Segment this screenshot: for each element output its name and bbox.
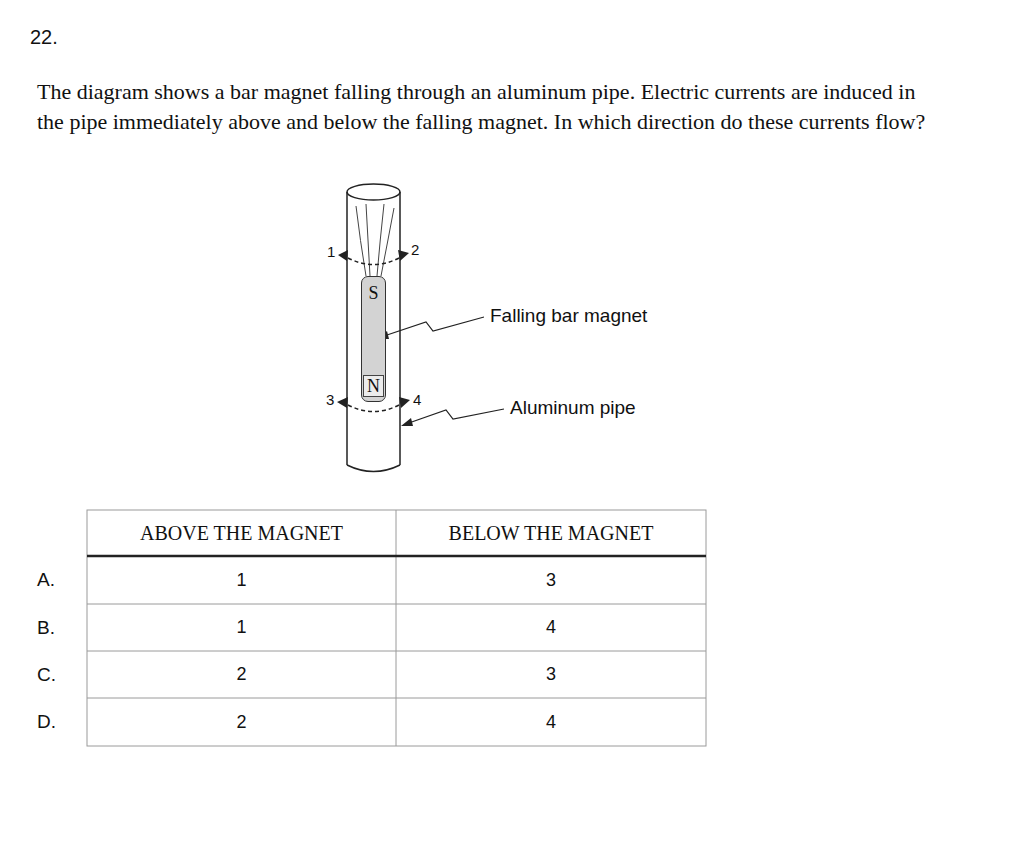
table-header: BELOW THE MAGNET bbox=[396, 510, 706, 556]
arrowhead bbox=[399, 397, 410, 408]
table-cell: 3 bbox=[396, 651, 706, 698]
leader-line bbox=[384, 317, 484, 336]
table-cell: 3 bbox=[396, 556, 706, 604]
table-cell: 4 bbox=[396, 698, 706, 746]
callout-number: 2 bbox=[411, 241, 419, 258]
table-cell: 2 bbox=[87, 651, 396, 698]
table-rule bbox=[87, 651, 706, 652]
leader-line bbox=[406, 409, 504, 424]
magnet-pole: S bbox=[368, 283, 378, 303]
pipe-bottom bbox=[347, 465, 400, 472]
pipe-wall bbox=[346, 192, 348, 465]
arrowhead bbox=[398, 250, 409, 261]
choice-letter: C. bbox=[37, 651, 56, 698]
arrowhead bbox=[337, 397, 348, 408]
table-cell: 1 bbox=[87, 556, 396, 604]
choice-letter: A. bbox=[37, 556, 55, 604]
bar-magnet: SN bbox=[361, 276, 386, 402]
callout-number: 4 bbox=[413, 391, 421, 408]
question-number: 22. bbox=[30, 26, 58, 49]
current-ring bbox=[348, 258, 399, 265]
field-line bbox=[381, 208, 394, 276]
part-label: Aluminum pipe bbox=[510, 397, 636, 419]
table-cell: 1 bbox=[87, 604, 396, 651]
field-line bbox=[356, 206, 366, 276]
pipe-wall bbox=[399, 192, 401, 465]
table-rule bbox=[396, 510, 397, 746]
arrowhead bbox=[338, 250, 348, 261]
callout-number: 3 bbox=[326, 391, 334, 408]
pipe-top bbox=[347, 184, 400, 200]
table-rule bbox=[87, 698, 706, 699]
table-header: ABOVE THE MAGNET bbox=[87, 510, 396, 556]
current-ring bbox=[348, 405, 399, 412]
table-cell: 4 bbox=[396, 604, 706, 651]
table-rule bbox=[87, 604, 706, 605]
table-header-rule bbox=[87, 555, 706, 558]
field-line bbox=[366, 204, 370, 276]
choice-letter: D. bbox=[37, 698, 56, 746]
table-border bbox=[87, 510, 706, 746]
question-text: The diagram shows a bar magnet falling t… bbox=[37, 77, 942, 137]
table-cell: 2 bbox=[87, 698, 396, 746]
part-label: Falling bar magnet bbox=[490, 305, 647, 327]
callout-number: 1 bbox=[327, 243, 335, 260]
arrowhead bbox=[401, 418, 413, 426]
magnet-pole: N bbox=[363, 375, 384, 397]
choice-letter: B. bbox=[37, 604, 55, 651]
